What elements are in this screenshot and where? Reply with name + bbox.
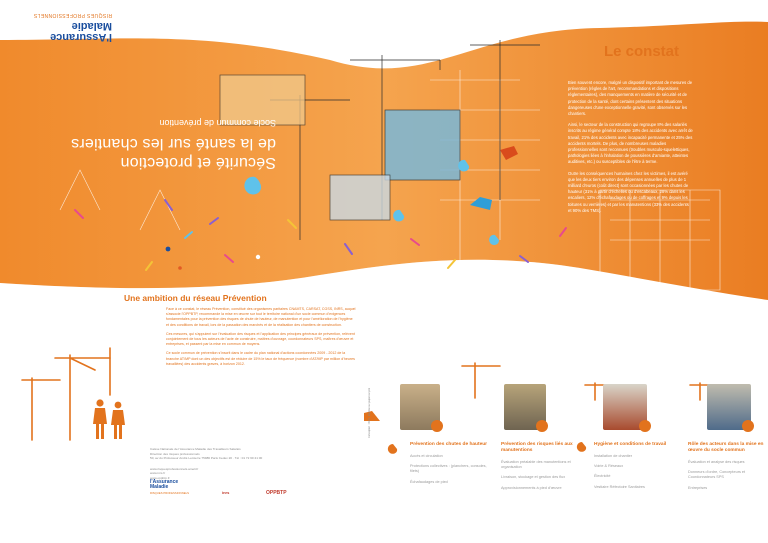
column-item: Entreprises [688, 485, 708, 490]
logo-tagline: RISQUES PROFESSIONNELS [33, 12, 112, 18]
column-heading: Hygiène et conditions de travail [594, 442, 667, 447]
logo-brand-line1: l'Assurance [150, 479, 179, 485]
column-item: Approvisionnements à pied d'œuvre [501, 485, 562, 490]
column-item: Électricité [594, 474, 611, 479]
address-line: 50, av du Professeur André Lemierre 7598… [150, 456, 263, 461]
ambition-paragraph: Face à ce constat, le réseau Prévention,… [166, 307, 356, 327]
column-item: Évaluation préalable des manutentions et… [501, 460, 571, 470]
hero-title-line1: Sécurité et protection [120, 154, 276, 171]
column-item: Voirie & Réseaux [594, 464, 624, 469]
hero-title-block: Sécurité et protection de la santé sur l… [36, 118, 276, 172]
logo-brand-line2: Maladie [150, 484, 169, 490]
column-item: Évaluation et analyse des risques [688, 460, 745, 464]
address-block: Caisse Nationale de l'Assurance Maladie … [150, 447, 300, 481]
column-handling-prevention: Prévention des risques liés aux manutent… [501, 442, 579, 496]
ambition-paragraph: Ces mesures, qui s'appuient sur l'évalua… [166, 331, 355, 347]
column-item: Protections collectives : (planchers, co… [410, 464, 487, 474]
column-actors-role: Rôle des acteurs dans la mise en œuvre d… [688, 442, 766, 496]
website-link[interactable]: www.risquesprofessionnels.ameli.fr [150, 466, 199, 471]
hero-title-line2: de la santé sur les chantiers [70, 135, 276, 152]
photo-bullet [536, 420, 548, 432]
column-item: Installation de chantier [594, 454, 632, 458]
address-line: Caisse Nationale de l'Assurance Maladie … [150, 447, 241, 451]
constat-paragraph: Outre les conséquences humaines chez les… [568, 170, 689, 213]
column-item: Livraison, stockage et gestion des flux [501, 475, 566, 480]
print-credits: Conception : INRS · Imprimé sur papier r… [368, 387, 371, 438]
assurance-maladie-logo-bottom: l'Assurance Maladie RISQUES PROFESSIONNE… [150, 479, 190, 496]
logo-brand-line2: Maladie [71, 20, 112, 32]
constat-paragraph: Ainsi, le secteur de la construction qui… [568, 122, 693, 165]
logo-brand-line1: l'Assurance [50, 31, 112, 43]
address-line: Direction des risques professionnels [150, 451, 200, 456]
website-link[interactable]: www.inrs.fr [150, 471, 166, 476]
footer-logos: l'Assurance Maladie RISQUES PROFESSIONNE… [150, 478, 300, 502]
logo-tagline: RISQUES PROFESSIONNELS [150, 491, 190, 495]
ambition-paragraph: Ce socle commun de prévention s'inscrit … [166, 351, 355, 366]
constat-text: Bien souvent encore, malgré un dispositi… [568, 80, 693, 219]
column-heading: Prévention des risques liés aux manutent… [501, 442, 573, 453]
column-hygiene: Hygiène et conditions de travail Install… [594, 442, 672, 495]
oppbtp-logo: OPPBTP [266, 490, 287, 496]
assurance-maladie-logo-top: l'Assurance Maladie RISQUES PROFESSIONNE… [20, 8, 112, 43]
website-link[interactable]: www.oppbtp.fr [150, 475, 170, 480]
constat-title: Le constat [604, 43, 680, 60]
column-heading: Rôle des acteurs dans la mise en œuvre d… [688, 442, 764, 453]
ambition-title: Une ambition du réseau Prévention [124, 293, 267, 303]
column-item: Échafaudages de pied [410, 479, 448, 484]
column-item: Vestiaire Réfectoire Sanitaires [594, 484, 645, 489]
column-item: Accès et circulation [410, 454, 443, 458]
column-heading: Prévention des chutes de hauteur [410, 442, 488, 447]
inrs-logo: inrs [222, 490, 230, 495]
ambition-text: Face à ce constat, le réseau Prévention,… [166, 307, 356, 371]
photo-bullet [431, 420, 443, 432]
photo-bullet [639, 420, 651, 432]
photo-bullet [742, 420, 754, 432]
hero-subtitle: Socle commun de prévention [159, 118, 276, 128]
column-falls-prevention: Prévention des chutes de hauteur Accès e… [410, 442, 488, 490]
column-item: Donneurs d'ordre, Concepteurs et Coordon… [688, 470, 746, 480]
constat-paragraph: Bien souvent encore, malgré un dispositi… [568, 80, 693, 117]
